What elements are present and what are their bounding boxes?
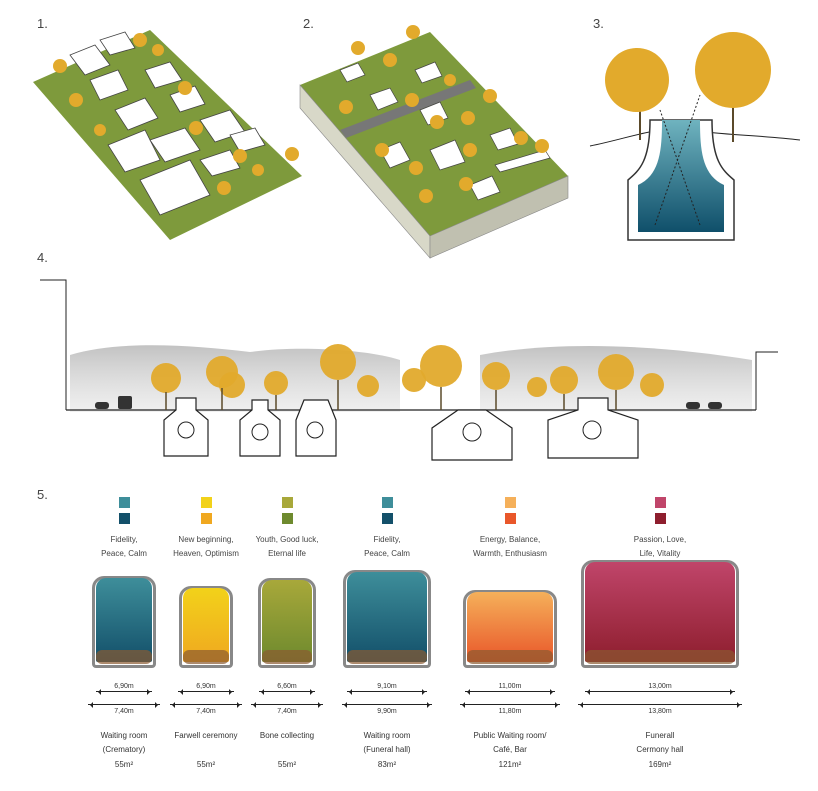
dimension-line-2 (342, 702, 432, 708)
dimension-inner: 6,90m (114, 683, 134, 690)
room-name-2: (Funeral hall) (363, 745, 411, 754)
room-floor (467, 650, 553, 664)
swatch-top (119, 497, 130, 508)
room-interior (262, 580, 312, 662)
keywords-line2: Heaven, Optimism (173, 549, 239, 558)
room-area: 121m² (498, 760, 522, 769)
dimension-outer: 9,90m (377, 708, 397, 715)
keywords-line1: Passion, Love, (633, 535, 687, 544)
site-block-2 (299, 25, 569, 259)
room-floor (183, 650, 229, 664)
keywords-line1: New beginning, (178, 535, 234, 544)
room-area: 83m² (377, 760, 397, 769)
room-name-1: Funerall (645, 731, 675, 740)
dimension-inner: 6,60m (277, 683, 297, 690)
dimension-outer: 7,40m (277, 708, 297, 715)
dimension-line-1 (585, 689, 735, 695)
keywords-line2: Eternal life (268, 549, 306, 558)
dimension-line-2 (170, 702, 242, 708)
dimension-inner: 11,00m (498, 683, 522, 690)
dimension-line-1 (259, 689, 315, 695)
dimension-inner: 9,10m (377, 683, 397, 690)
room-name-1: Farwell ceremony (174, 731, 238, 740)
room-name-1: Waiting room (363, 731, 411, 740)
step-1-label: 1. (37, 16, 48, 31)
site-plan-1 (33, 30, 302, 240)
keywords-line2: Life, Vitality (639, 549, 681, 558)
swatch-bottom (505, 513, 516, 524)
keywords-line2: Warmth, Enthusiasm (473, 549, 547, 558)
step-3-label: 3. (593, 16, 604, 31)
swatch-bottom (201, 513, 212, 524)
room-interior (183, 588, 229, 662)
dimension-line-1 (465, 689, 555, 695)
keywords-line1: Fidelity, (110, 535, 138, 544)
swatch-top (655, 497, 666, 508)
room-floor (585, 650, 735, 664)
step-2-label: 2. (303, 16, 314, 31)
trees-1 (53, 33, 299, 195)
dimension-line-2 (578, 702, 742, 708)
keywords-line1: Fidelity, (373, 535, 401, 544)
long-section-4 (40, 279, 778, 461)
dimension-outer: 7,40m (196, 708, 216, 715)
swatch-top (382, 497, 393, 508)
room-interior (347, 572, 427, 662)
swatch-bottom (382, 513, 393, 524)
swatch-top (282, 497, 293, 508)
step-4-label: 4. (37, 250, 48, 265)
dimension-outer: 13,80m (648, 708, 672, 715)
dimension-inner: 13,00m (648, 683, 672, 690)
swatch-bottom (119, 513, 130, 524)
dimension-outer: 7,40m (114, 708, 134, 715)
step-5-label: 5. (37, 487, 48, 502)
dimension-inner: 6,90m (196, 683, 216, 690)
room-name-2: (Crematory) (102, 745, 146, 754)
room-name-1: Waiting room (100, 731, 148, 740)
dimension-line-2 (88, 702, 160, 708)
room-area: 55m² (277, 760, 297, 769)
dimension-line-1 (347, 689, 427, 695)
dimension-line-1 (178, 689, 234, 695)
room-name-1: Bone collecting (259, 731, 315, 740)
room-area: 55m² (196, 760, 216, 769)
keywords-line1: Youth, Good luck, (255, 535, 319, 544)
dimension-line-2 (460, 702, 560, 708)
swatch-top (505, 497, 516, 508)
room-floor (262, 650, 312, 664)
room-floor (96, 650, 152, 664)
swatch-bottom (282, 513, 293, 524)
swatch-bottom (655, 513, 666, 524)
room-interior (96, 578, 152, 662)
swatch-top (201, 497, 212, 508)
room-interior (585, 562, 735, 662)
buildings-1 (69, 31, 266, 216)
room-floor (347, 650, 427, 664)
keywords-line2: Peace, Calm (101, 549, 147, 558)
keywords-line2: Peace, Calm (364, 549, 410, 558)
keywords-line1: Energy, Balance, (479, 535, 541, 544)
dimension-line-1 (96, 689, 152, 695)
room-area: 169m² (648, 760, 672, 769)
section-detail-3 (589, 32, 801, 241)
room-name-1: Public Waiting room/ (473, 731, 547, 740)
dimension-line-2 (251, 702, 323, 708)
dimension-outer: 11,80m (498, 708, 522, 715)
room-name-2: Café, Bar (493, 745, 527, 754)
room-area: 55m² (114, 760, 134, 769)
room-name-2: Cermony hall (636, 745, 684, 754)
